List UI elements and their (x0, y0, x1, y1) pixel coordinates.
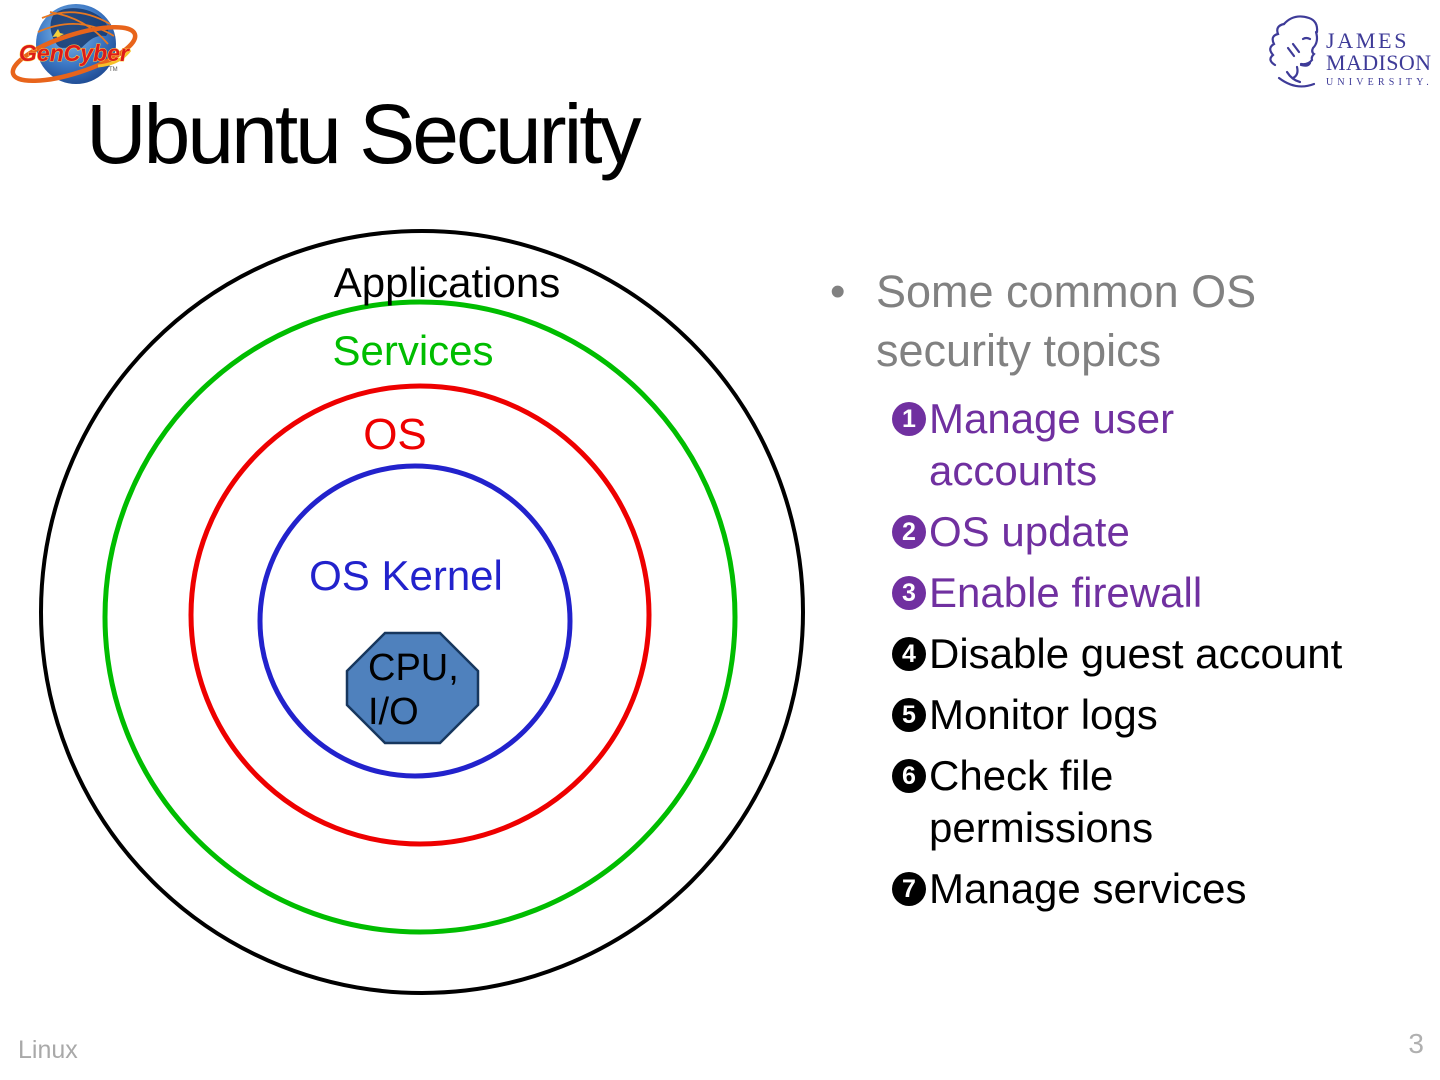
item-number-badge: 5 (892, 698, 926, 732)
jmu-line2: MADISON (1326, 50, 1432, 75)
item-text: OS update (929, 508, 1130, 555)
bullet-icon: • (830, 267, 846, 316)
cpu-line: CPU, (368, 647, 459, 689)
swoosh (97, 49, 132, 68)
security-rings-diagram: Applications Services OS OS Kernel CPU, … (36, 224, 816, 1004)
madison-portrait-sketch (1269, 15, 1319, 88)
jmu-logo-icon: JAMES MADISON UNIVERSITY. (1269, 15, 1432, 88)
item-number-badge: 4 (892, 637, 926, 671)
footer-section-label: Linux (18, 1036, 78, 1064)
page-number: 3 (1408, 1028, 1424, 1059)
item-number-badge: 6 (892, 759, 926, 793)
cpu-io-label: CPU, I/O (368, 646, 459, 734)
item-number-badge: 3 (892, 576, 926, 610)
jmu-line3: UNIVERSITY. (1326, 77, 1432, 88)
page-title: Ubuntu Security (86, 87, 642, 181)
io-line: I/O (368, 691, 419, 733)
topics-heading: Some common OS security topics (876, 262, 1256, 380)
gencyber-logo-icon: GenCyber TM (10, 4, 138, 84)
services-label: Services (332, 327, 494, 374)
item-number-badge: 1 (892, 402, 926, 436)
item-number-badge: 2 (892, 515, 926, 549)
item-number-badge: 7 (892, 872, 926, 906)
item-text: Disable guest account (929, 630, 1343, 677)
item-text: Manage services (929, 865, 1247, 912)
os-ring (188, 383, 652, 847)
gencyber-wordmark: GenCyber (19, 40, 130, 66)
star-icon (52, 29, 64, 40)
os-kernel-ring (257, 463, 573, 779)
cpu-octagon (345, 631, 480, 745)
trademark-label: TM (109, 67, 118, 73)
applications-label: Applications (333, 259, 561, 306)
services-ring (102, 299, 738, 935)
globe-orbit-lines (37, 11, 115, 45)
heading-line: security topics (876, 325, 1162, 376)
item-text: Monitor logs (929, 691, 1158, 738)
orbit-ring (10, 24, 138, 84)
heading-row: • Some common OS security topics (830, 262, 1405, 380)
applications-ring (39, 229, 805, 995)
os-kernel-label: OS Kernel (309, 552, 503, 599)
heading-line: Some common OS (876, 266, 1257, 317)
os-label: OS (363, 410, 427, 459)
item-text: Enable firewall (929, 569, 1203, 616)
rings-svg (39, 229, 805, 995)
